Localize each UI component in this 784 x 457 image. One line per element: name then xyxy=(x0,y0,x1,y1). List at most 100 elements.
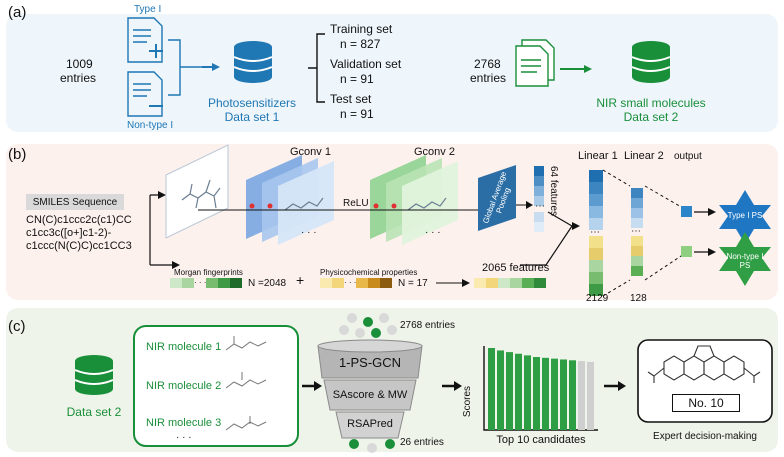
candidate-number: No. 10 xyxy=(672,394,740,412)
linear2-dots: ⋯ xyxy=(631,226,641,237)
funnel-mid-label: SAscore & MW xyxy=(332,389,408,401)
database-icon-green xyxy=(631,41,671,83)
database-icon-blue xyxy=(233,41,273,83)
expert-label: Expert decision-making xyxy=(653,431,757,442)
score-bar xyxy=(524,355,531,430)
chart-ylabel: Scores xyxy=(462,385,474,418)
smiles-title-box xyxy=(26,194,124,210)
gconv1-ellipsis: · · · xyxy=(301,227,317,238)
output-node-type1 xyxy=(681,206,692,217)
score-bar xyxy=(551,358,558,430)
training-label: Training set xyxy=(330,22,393,36)
output-label: output xyxy=(674,151,702,162)
morgan-fingerprint-bar xyxy=(170,278,242,288)
feature-vector-64 xyxy=(534,166,544,232)
morgan-label: Morgan fingerprints xyxy=(174,268,243,277)
panel-a-label: (a) xyxy=(8,4,27,21)
dataset2-label: Data set 2 xyxy=(66,405,122,419)
entries-count: 1009 xyxy=(66,57,93,71)
linear1-dots: ⋯ xyxy=(590,227,600,238)
molecule-list-box xyxy=(133,325,299,447)
smiles-title: SMILES Sequence xyxy=(32,197,118,208)
entries-in-label: 2768 entries xyxy=(400,320,456,331)
gconv2-ellipsis: · · · xyxy=(425,227,441,238)
score-bar xyxy=(542,357,549,430)
nontype1-document-icon xyxy=(127,71,163,117)
gconv1-label: Gconv 1 xyxy=(290,146,331,158)
type1-document-icon xyxy=(127,17,163,63)
test-n: n = 91 xyxy=(340,107,374,121)
validation-n: n = 91 xyxy=(340,72,374,86)
database-icon-dataset2 xyxy=(74,355,114,395)
nir-molecule-more: · · · xyxy=(176,432,192,443)
score-bar xyxy=(497,350,504,430)
candidate-molecule-icon xyxy=(647,345,761,383)
ps-title: Photosensitizers xyxy=(207,96,297,110)
score-bar xyxy=(533,357,540,430)
morgan-n: N =2048 xyxy=(248,278,287,289)
gconv2-stack xyxy=(370,155,458,245)
morgan-dots: · · · xyxy=(194,278,207,287)
type1-ps-star xyxy=(719,190,771,244)
plus-sign: + xyxy=(296,272,305,288)
physchem-dots: · · · xyxy=(344,278,357,287)
type1-ps-label: Type I PS xyxy=(727,211,763,220)
score-bar xyxy=(506,352,513,430)
physchem-bar xyxy=(320,278,392,288)
nir-entries-word: entries xyxy=(470,71,507,85)
nontype1-ps-label: Non-type I PS xyxy=(726,252,764,270)
panel-b-label: (b) xyxy=(8,146,27,163)
training-n: n = 827 xyxy=(340,37,381,51)
nontype1-ps-star xyxy=(719,232,771,286)
score-bar xyxy=(587,361,594,430)
nir-subtitle: Data set 2 xyxy=(623,110,679,124)
funnel-top-label: 1-PS-GCN xyxy=(338,355,402,370)
chart-xlabel: Top 10 candidates xyxy=(496,434,586,446)
score-bar xyxy=(488,348,495,430)
entries-word: entries xyxy=(60,71,97,85)
panel-c-label: (c) xyxy=(8,318,26,335)
physchem-label: Physicochemical properties xyxy=(320,268,418,277)
physchem-n: N = 17 xyxy=(398,278,428,289)
nir-molecule-2: NIR molecule 2 xyxy=(146,380,222,392)
n128-label: 128 xyxy=(630,293,647,304)
screening-funnel xyxy=(317,339,423,439)
molecule-graph-card xyxy=(165,144,229,239)
features2065-label: 2065 features xyxy=(482,262,550,274)
funnel-bot-label: RSAPred xyxy=(347,418,393,430)
score-bar xyxy=(569,360,576,430)
score-bar xyxy=(578,361,585,430)
gap-box xyxy=(478,165,516,231)
smiles-line-3: c1ccc(N(C)C)cc1CC3 xyxy=(26,240,132,252)
relu-label: ReLU xyxy=(343,198,369,209)
nir-count: 2768 xyxy=(474,57,501,71)
nir-document-icon xyxy=(515,39,555,87)
nontype1-label: Non-type I xyxy=(127,120,174,131)
nir-molecule-3: NIR molecule 3 xyxy=(146,417,222,429)
test-label: Test set xyxy=(330,92,372,106)
score-bars xyxy=(488,348,594,430)
n2129-label: 2129 xyxy=(586,293,609,304)
vector64-dots: ⋯ xyxy=(535,201,545,212)
entries-out-label: 26 entries xyxy=(400,437,444,448)
linear2-label: Linear 2 xyxy=(624,150,664,162)
smiles-line-2: c1cc3c([o+]c1-2)- xyxy=(26,227,112,239)
score-bar xyxy=(515,353,522,430)
linear1-label: Linear 1 xyxy=(578,150,618,162)
linear2-column xyxy=(631,188,643,276)
gconv1-stack xyxy=(246,155,334,245)
type1-label: Type I xyxy=(134,4,162,15)
validation-label: Validation set xyxy=(330,57,402,71)
smiles-line-1: CN(C)c1ccc2c(c1)CC xyxy=(26,214,132,226)
ps-subtitle: Data set 1 xyxy=(224,110,280,124)
linear1-column xyxy=(589,170,603,296)
score-bar xyxy=(560,359,567,430)
combined-feature-bar xyxy=(474,278,546,288)
nir-title: NIR small molecules xyxy=(596,96,706,110)
nir-molecule-1: NIR molecule 1 xyxy=(146,341,222,353)
output-node-nontype1 xyxy=(681,246,692,257)
gconv2-label: Gconv 2 xyxy=(414,146,455,158)
